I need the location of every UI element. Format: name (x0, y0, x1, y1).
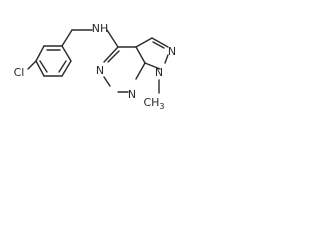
bond-c4-n5-inner (107, 50, 120, 63)
bonds-group (27, 29, 169, 94)
bond-c3-n2-inner (152, 41, 165, 49)
amine-label: NH (92, 22, 109, 35)
bond-ring1-f (35, 60, 45, 77)
pyrazole-n-lower-label: N (155, 66, 163, 79)
bond-ring1-inner-b (58, 60, 67, 73)
bond-c7a-n7 (135, 62, 146, 80)
pyrazole-n-upper-label: N (168, 45, 176, 58)
bond-c3a-c3 (135, 37, 153, 48)
methyl-label: CH3 (143, 96, 164, 111)
bond-ring-ch2 (61, 29, 73, 47)
bond-n1-n2 (164, 54, 169, 64)
bond-n1-c7a (144, 62, 161, 70)
chlorine-label: Cl (14, 66, 25, 79)
bond-ring1-d (61, 60, 72, 77)
bond-cl-c1 (27, 60, 37, 70)
methyl-base: CH (143, 96, 159, 109)
bond-ring1-inner-c (39, 60, 48, 73)
pyrimidine-n-top-label: N (96, 64, 104, 77)
atom-labels-group: Cl NH N N N N CH3 (14, 22, 176, 111)
bond-ring1-a (35, 45, 45, 62)
bond-c6-n5 (103, 76, 111, 87)
bond-c3-n2 (151, 37, 169, 48)
pyrimidine-n-bottom-label: N (128, 88, 136, 101)
bond-n5-c4 (103, 46, 119, 63)
molecule-diagram: Cl NH N N N N CH3 (14, 22, 176, 111)
methyl-subscript: 3 (159, 102, 164, 111)
bond-ring1-c (61, 45, 72, 62)
bond-c3a-c7a (135, 46, 146, 64)
bond-n-c4 (106, 29, 119, 48)
